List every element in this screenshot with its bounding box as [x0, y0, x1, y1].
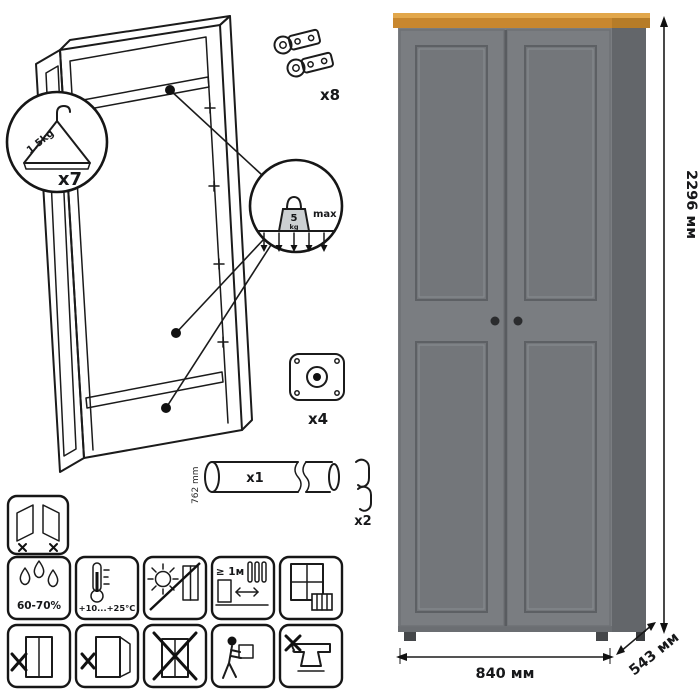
height-label: 2296 мм — [683, 170, 699, 239]
hinge-count-label: x8 — [320, 86, 340, 104]
door-gap — [504, 30, 507, 626]
width-label: 840 мм — [475, 666, 534, 682]
left-door-panels — [415, 45, 488, 613]
hanger-callout-circle — [5, 90, 109, 194]
right-door-panels — [524, 45, 597, 613]
hinge-icon-2 — [286, 51, 334, 78]
hinge-hardware: x8 — [273, 28, 340, 104]
cabinet-front — [59, 24, 243, 459]
open-door — [35, 49, 85, 473]
wood-top-side — [612, 18, 650, 28]
cabinet-top-face — [59, 15, 231, 51]
dimension-height: 2296 мм — [660, 16, 699, 634]
weight-handle — [286, 196, 302, 210]
rod-length-label: 762 mm — [191, 466, 201, 504]
hanger-count-label: x7 — [58, 169, 82, 190]
humidity-label: 60-70% — [17, 600, 62, 612]
no-impact-icon — [278, 623, 344, 689]
right-door-knob — [513, 316, 523, 326]
wood-top-surface — [393, 13, 650, 18]
no-direct-sunlight-icon — [142, 555, 208, 621]
foot-bolt — [313, 373, 321, 381]
left-door-knob — [490, 316, 500, 326]
radiator-distance-label: ≥ 1м — [216, 566, 244, 578]
depth-label: 543 мм — [626, 630, 682, 680]
temperature-label: +10...+25°C — [79, 603, 136, 613]
hook-icon-2 — [357, 485, 372, 512]
dimension-width: 840 мм — [396, 648, 614, 682]
humidity-icon: 60-70% — [6, 555, 72, 621]
anchor-dot-bottom — [161, 403, 171, 413]
weight-unit: kg — [290, 223, 299, 231]
rod-break — [294, 461, 310, 493]
foot-screws — [294, 358, 340, 396]
care-grid: 60-70% +10...+25°C ≥ 1м — [6, 494, 344, 689]
rod-body-2 — [305, 461, 333, 493]
rod-body — [211, 461, 299, 493]
ventilation-window-icon — [278, 555, 344, 621]
rod-end — [204, 461, 220, 493]
hinge-icon — [273, 28, 321, 55]
hook-count-label: x2 — [354, 514, 371, 529]
rod-count-label: x1 — [246, 471, 263, 486]
door-care-icon — [6, 494, 70, 556]
foot-hardware: x4 — [289, 353, 345, 428]
callout-line-3 — [165, 244, 272, 409]
load-callout-circle — [248, 158, 344, 254]
load-arrows — [260, 232, 328, 252]
rod-end-2 — [328, 463, 340, 491]
wardrobe-foot-right — [596, 632, 608, 641]
foot-count-label: x4 — [308, 410, 328, 428]
wardrobe-foot-side — [636, 632, 645, 641]
wardrobe-base-shadow — [398, 626, 612, 632]
foot-icon — [289, 353, 345, 401]
wardrobe-render — [393, 13, 650, 641]
cabinet-interior-lines — [69, 36, 229, 451]
callout-line-1 — [169, 89, 263, 176]
left-door — [399, 29, 505, 627]
weight-value: 5 — [291, 213, 298, 224]
max-load-callout: 5 kg max — [248, 158, 344, 254]
anchor-dot-rod — [171, 328, 181, 338]
no-door-load-icon — [74, 623, 140, 689]
rod-hardware: x1 762 mm x2 — [191, 458, 372, 529]
radiator-distance-icon: ≥ 1м — [210, 555, 276, 621]
open-door-inner-frame — [45, 65, 77, 457]
foot-cylinder — [306, 366, 328, 388]
manual-carry-icon — [210, 623, 276, 689]
hanger-hook — [56, 105, 71, 122]
hook-icon — [355, 458, 370, 488]
anchor-dot-shelf — [165, 85, 175, 95]
crossed-wardrobe-icon — [142, 623, 208, 689]
weight-icon — [277, 208, 311, 232]
temperature-icon: +10...+25°C — [74, 555, 140, 621]
callout-line-2 — [175, 238, 265, 334]
weight-limit-label: max — [313, 209, 337, 220]
wood-top-edge — [393, 18, 650, 28]
top-shelf — [71, 76, 210, 113]
wardrobe-side-panel — [612, 28, 646, 632]
cabinet-side-face — [219, 15, 253, 431]
hanger-callout: 1.5kg x7 — [5, 90, 109, 194]
hinge-position-marks — [204, 102, 229, 348]
hanger-bar — [23, 162, 91, 170]
wardrobe-line-drawing — [35, 15, 272, 473]
no-drag-icon — [6, 623, 72, 689]
wardrobe-foot-left — [404, 632, 416, 641]
hanger-icon — [23, 120, 91, 164]
bottom-shelf — [85, 371, 224, 409]
